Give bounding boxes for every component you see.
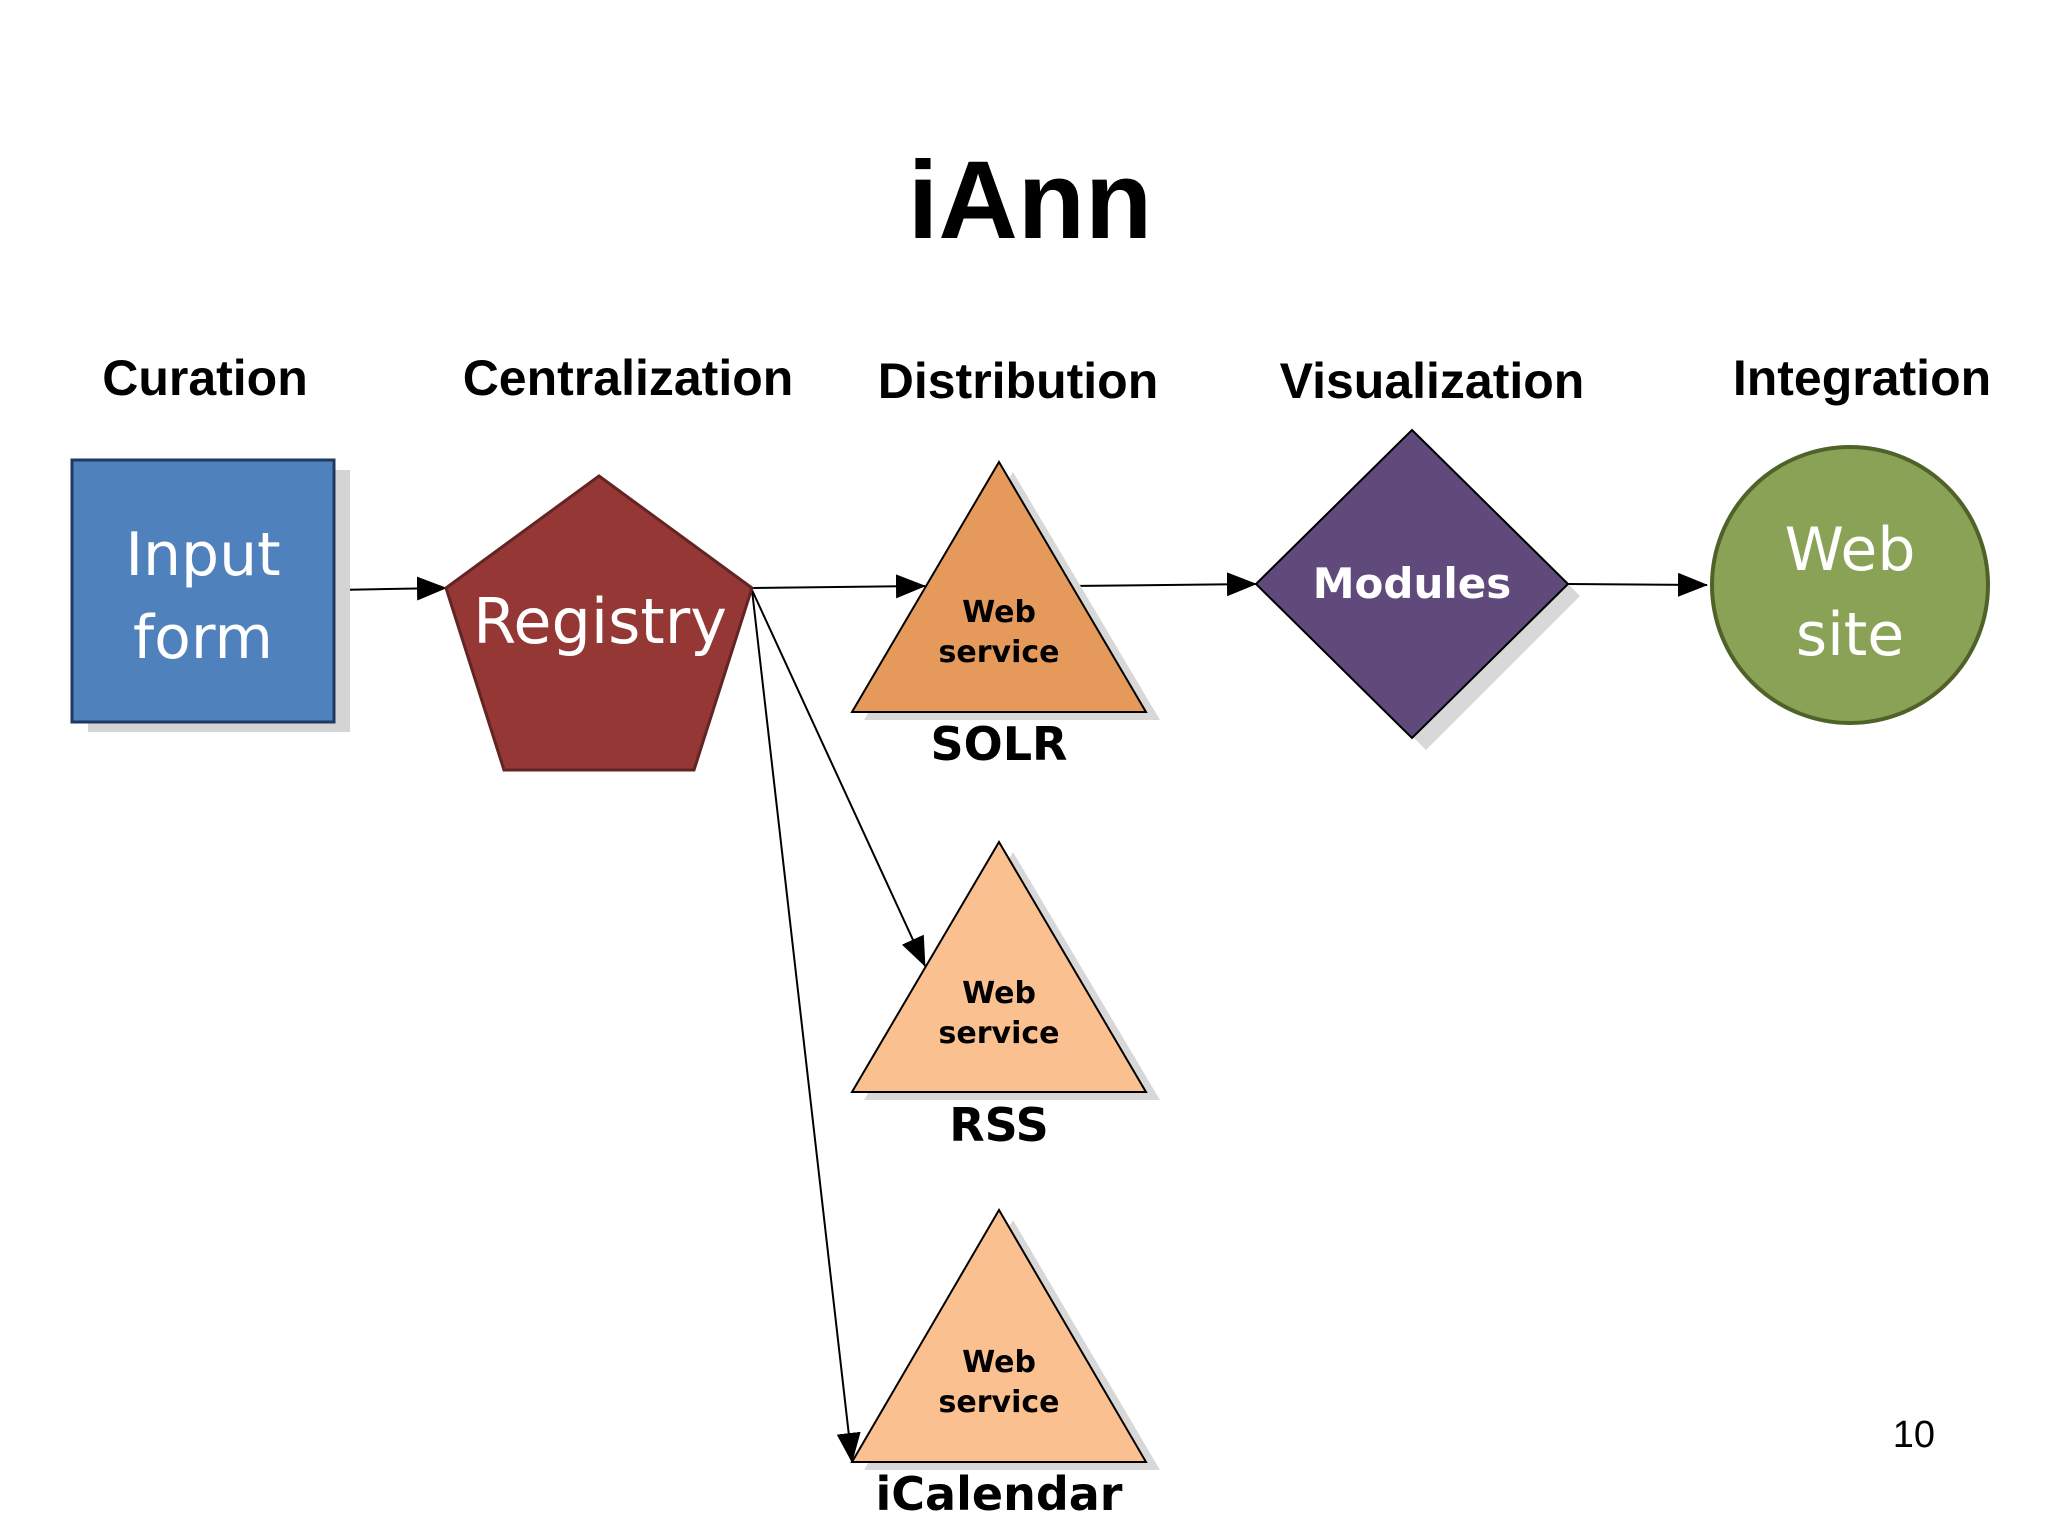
stage-label-integration: Integration xyxy=(1733,350,1991,406)
web-site-circle-shape xyxy=(1710,445,1990,725)
input-form-label-line2: form xyxy=(133,603,273,673)
web-site-node: Web site xyxy=(1710,445,1990,725)
solr-service-label: service xyxy=(939,635,1060,670)
icalendar-web-service-node: Web service iCalendar xyxy=(850,1208,1160,1521)
input-form-node: Input form xyxy=(70,458,350,732)
solr-caption: SOLR xyxy=(931,717,1068,771)
solr-triangle-shape xyxy=(850,460,1148,713)
registry-label: Registry xyxy=(473,585,727,658)
connector-registry-to-solr xyxy=(751,574,926,599)
icalendar-triangle-shape xyxy=(850,1208,1148,1463)
icalendar-service-label: service xyxy=(939,1385,1060,1420)
rss-web-service-node: Web service RSS xyxy=(850,840,1160,1152)
page-title: iAnn xyxy=(908,139,1152,262)
stage-label-visualization: Visualization xyxy=(1280,353,1585,409)
connector-input-to-registry xyxy=(334,576,447,601)
stage-label-distribution: Distribution xyxy=(878,353,1159,409)
icalendar-caption: iCalendar xyxy=(876,1467,1123,1521)
connector-solr-to-modules xyxy=(1069,572,1257,597)
web-site-label-line2: site xyxy=(1796,600,1904,670)
modules-node: Modules xyxy=(1254,428,1580,750)
connector-registry-to-icalendar xyxy=(751,589,861,1463)
solr-web-service-node: Web service SOLR xyxy=(850,460,1160,771)
modules-label: Modules xyxy=(1313,559,1512,608)
registry-shape xyxy=(444,474,754,772)
registry-node: Registry xyxy=(444,474,754,772)
web-site-label-line1: Web xyxy=(1785,515,1916,585)
stage-label-centralization: Centralization xyxy=(463,350,794,406)
rss-triangle-shape xyxy=(850,840,1148,1093)
input-form-label-line1: Input xyxy=(125,520,280,590)
page-number: 10 xyxy=(1893,1414,1935,1456)
icalendar-web-label: Web xyxy=(962,1345,1036,1380)
rss-caption: RSS xyxy=(949,1098,1049,1152)
input-form-shape xyxy=(70,458,336,724)
connector-registry-to-rss xyxy=(751,589,926,967)
modules-diamond-shape xyxy=(1254,428,1570,740)
rss-service-label: service xyxy=(939,1016,1060,1051)
rss-web-label: Web xyxy=(962,976,1036,1011)
connector-modules-to-website xyxy=(1567,572,1708,597)
stage-label-curation: Curation xyxy=(102,350,308,406)
solr-web-label: Web xyxy=(962,595,1036,630)
